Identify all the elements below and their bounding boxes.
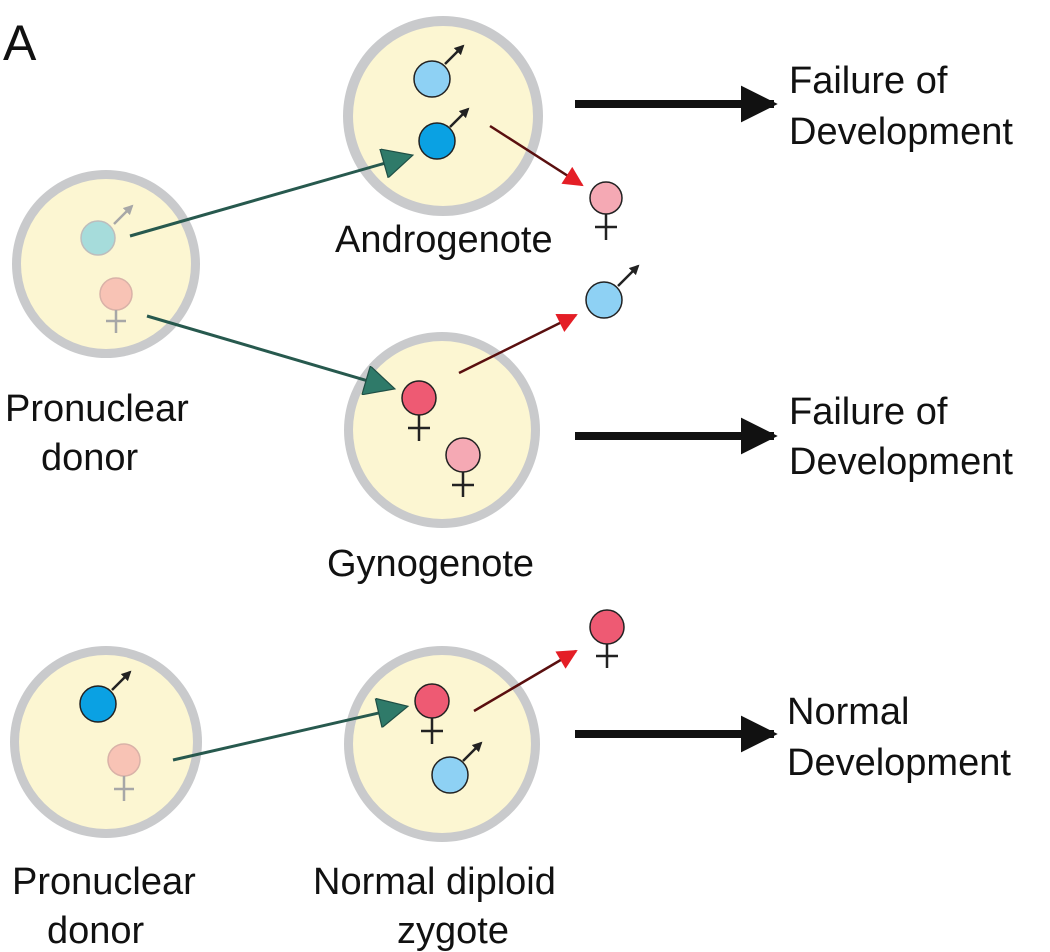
male-pronucleus-icon <box>80 204 134 256</box>
label-pronuclear-donor-bottom: Pronuclear donor <box>12 861 196 952</box>
transfer-arrow-female-to-zygote <box>172 707 405 762</box>
removal-arrow-gynogenote <box>458 313 578 375</box>
cell-pronuclear-donor-bottom <box>10 646 202 838</box>
female-pronucleus-icon <box>99 277 133 333</box>
outcome-line-2: Development <box>789 111 1013 153</box>
male-pronucleus-icon <box>585 264 640 319</box>
female-pronucleus-icon <box>589 181 623 240</box>
outcome-line-1: Failure of <box>789 60 948 102</box>
label-line-1: Normal diploid <box>313 861 556 903</box>
female-pronucleus-icon <box>414 683 450 744</box>
removal-arrow-zygote <box>473 649 578 713</box>
label-line-2: zygote <box>397 910 509 952</box>
cell-normal-diploid-zygote <box>344 646 540 842</box>
outcome-line-1: Normal <box>787 691 909 733</box>
cell-gynogenote <box>344 332 540 528</box>
panel-letter: A <box>3 15 37 71</box>
female-pronucleus-icon <box>445 437 481 497</box>
male-pronucleus-icon <box>413 44 465 98</box>
cell-androgenote <box>343 16 543 216</box>
outcome-line-2: Development <box>789 441 1013 483</box>
transfer-arrow-female-to-gynogenote <box>146 314 392 388</box>
outcome-label-gynogenote: Failure of Development <box>789 391 1013 483</box>
transfer-arrow-male-to-androgenote <box>129 156 410 238</box>
outcome-line-2: Development <box>787 742 1011 784</box>
outcome-label-androgenote: Failure of Development <box>789 60 1013 153</box>
cell-pronuclear-donor-top <box>12 170 200 358</box>
label-gynogenote: Gynogenote <box>327 543 534 585</box>
male-pronucleus-icon <box>79 670 132 723</box>
female-pronucleus-icon <box>401 380 437 441</box>
female-pronucleus-icon <box>589 609 625 668</box>
label-normal-diploid-zygote: Normal diploid zygote <box>313 861 556 952</box>
label-line-1: Pronuclear <box>12 861 196 903</box>
label-androgenote: Androgenote <box>335 219 553 261</box>
male-pronucleus-icon <box>418 107 470 160</box>
label-pronuclear-donor-top: Pronuclear donor <box>5 388 189 479</box>
label-line-1: Pronuclear <box>5 388 189 430</box>
label-line-2: donor <box>47 910 145 952</box>
removal-arrow-androgenote <box>489 124 584 187</box>
male-pronucleus-icon <box>431 741 483 794</box>
label-line-2: donor <box>41 437 139 479</box>
outcome-label-normal: Normal Development <box>787 691 1011 784</box>
outcome-line-1: Failure of <box>789 391 948 433</box>
female-pronucleus-icon <box>107 743 141 801</box>
